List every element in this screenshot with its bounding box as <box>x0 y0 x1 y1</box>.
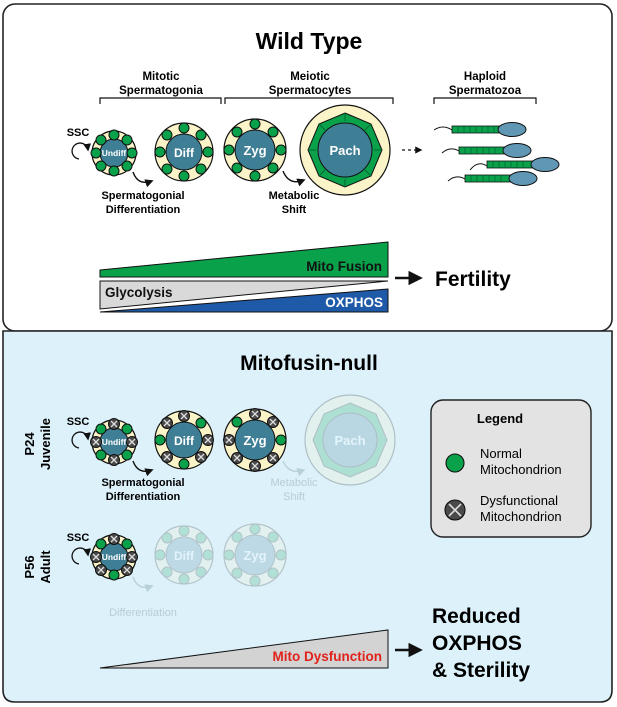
mn-undiff-cell-p24: Undiff <box>89 417 139 467</box>
spermatozoa-group <box>433 122 560 186</box>
legend-dysfunctional-icon <box>444 499 466 521</box>
legend-normal-line1: Normal <box>480 446 522 461</box>
mn-diff-cell-p56-faded: Diff <box>154 525 214 585</box>
meiotic-header-line2: Spermatocytes <box>269 85 351 97</box>
mitofusin-null-title: Mitofusin-null <box>240 352 378 375</box>
mito-fusion-label: Mito Fusion <box>306 259 382 274</box>
legend-dysfunctional-line1: Dysfunctional <box>480 493 558 508</box>
mn-zyg-cell-p24: Zyg <box>222 407 287 473</box>
mn-ssc-self-renew-arrow-p24 <box>71 431 92 449</box>
mn-zyg-label-p56: Zyg <box>243 548 266 563</box>
mn-zyg-cell-p56-faded: Zyg <box>223 523 287 587</box>
mn-shift-label-line1: Metabolic <box>270 477 318 489</box>
wt-ssc-label: SSC <box>67 127 90 139</box>
mito-dysfunction-label: Mito Dysfunction <box>273 649 383 664</box>
outcome-line1: Reduced <box>432 605 521 628</box>
meiotic-header-line1: Meiotic <box>290 71 330 83</box>
oxphos-label: OXPHOS <box>325 295 383 310</box>
legend-normal-line2: Mitochondrion <box>480 462 562 477</box>
mn-diff-label-line2: Differentiation <box>106 491 181 503</box>
mn-diff-label-p56: Diff <box>174 549 195 563</box>
mn-adult-diff-label: Differentiation <box>109 607 177 619</box>
wt-diff-label: Diff <box>174 146 195 160</box>
outcome-line3: & Sterility <box>432 659 530 682</box>
mn-ssc-self-renew-arrow-p56 <box>71 547 92 565</box>
mn-ssc-label-p56: SSC <box>67 532 90 544</box>
wt-pach-label: Pach <box>329 143 360 158</box>
mn-differentiation-arrow-p56-faded <box>132 576 154 593</box>
mn-pach-label: Pach <box>334 433 365 448</box>
mn-zyg-label-p24: Zyg <box>243 433 266 448</box>
outcome-line2: OXPHOS <box>432 632 522 655</box>
oxphos-wedge <box>99 288 389 313</box>
mitotic-header-line2: Spermatogonia <box>119 85 203 97</box>
wt-metabolic-shift-arrow <box>282 170 306 187</box>
mn-diff-label-p24: Diff <box>174 434 195 448</box>
mito-fusion-wedge <box>99 241 389 278</box>
legend-title: Legend <box>477 411 523 426</box>
wt-ssc-self-renew-arrow <box>71 142 92 160</box>
mn-undiff-cell-p56: Undiff <box>89 532 139 581</box>
wt-diff-cell: Diff <box>154 122 214 182</box>
haploid-header-line2: Spermatozoa <box>449 85 522 97</box>
wt-undiff-label: Undiff <box>102 148 127 158</box>
mn-diff-cell-p24: Diff <box>154 409 215 470</box>
legend-box: Legend Normal Mitochondrion Dysfunctiona… <box>430 399 592 538</box>
mn-metabolic-shift-arrow-faded <box>282 460 306 477</box>
sperm-cell <box>469 157 560 172</box>
mn-pach-cell-faded: Pach <box>304 394 396 486</box>
sperm-cell <box>441 143 532 158</box>
mn-ssc-label-p24: SSC <box>67 416 90 428</box>
legend-dysfunctional-line2: Mitochondrion <box>480 509 562 524</box>
mn-diff-label-line1: Spermatogonial <box>101 477 184 489</box>
mitotic-header-line1: Mitotic <box>142 71 180 83</box>
mn-shift-label-line2: Shift <box>283 491 305 503</box>
haploid-header-line1: Haploid <box>464 71 506 83</box>
p56-label-line1: P56 <box>22 555 37 578</box>
fertility-label: Fertility <box>435 268 511 291</box>
mn-undiff-label-p56: Undiff <box>102 552 127 562</box>
wt-zyg-cell: Zyg <box>223 118 287 182</box>
mn-differentiation-arrow-p24 <box>132 460 154 477</box>
glycolysis-wedge <box>99 280 389 310</box>
wt-diff-label-line1: Spermatogonial <box>101 190 184 202</box>
legend-normal-icon <box>445 453 465 473</box>
wt-shift-label-line2: Shift <box>282 204 307 216</box>
p24-label-line1: P24 <box>22 432 37 456</box>
mitotic-bracket <box>99 97 222 104</box>
sperm-cell <box>447 171 538 186</box>
p56-label-line2: Adult <box>38 550 53 584</box>
wt-pach-cell: Pach <box>299 104 391 196</box>
mito-dysfunction-wedge <box>99 629 389 669</box>
haploid-bracket <box>433 97 537 104</box>
wt-diff-label-line2: Differentiation <box>106 204 181 216</box>
glycolysis-label: Glycolysis <box>105 285 173 300</box>
mn-undiff-label-p24: Undiff <box>102 437 127 447</box>
wild-type-title: Wild Type <box>256 28 363 54</box>
sperm-cell <box>433 122 527 137</box>
wt-zyg-label: Zyg <box>243 143 266 158</box>
meiotic-bracket <box>224 97 394 104</box>
p24-label-line2: Juvenile <box>38 418 53 470</box>
wt-shift-label-line1: Metabolic <box>269 190 320 202</box>
wt-undiff-cell: Undiff <box>90 129 138 177</box>
wt-differentiation-arrow <box>132 171 154 188</box>
